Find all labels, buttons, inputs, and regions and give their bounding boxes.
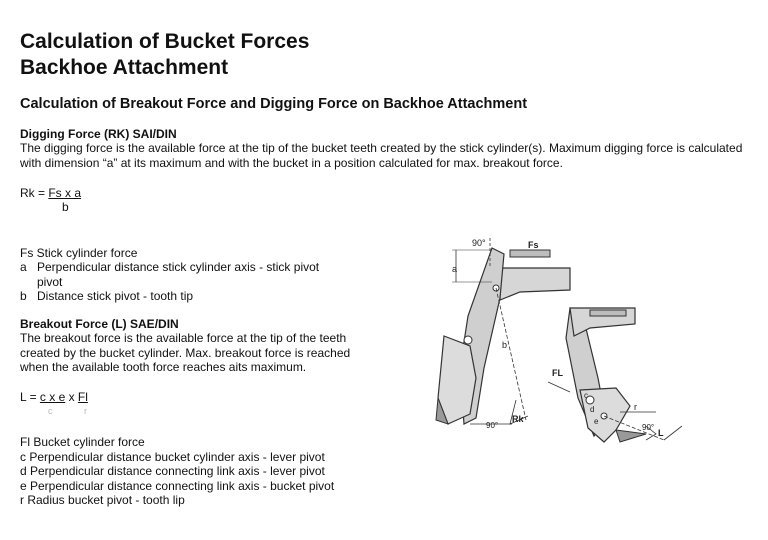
legend-a: a Perpendicular distance stick cylinder … <box>20 260 319 289</box>
legend-fs: Fs Stick cylinder force <box>20 246 138 260</box>
label-b: b <box>502 340 507 350</box>
page-title: Calculation of Bucket Forces Backhoe Att… <box>20 29 309 81</box>
stick-arm-right <box>547 307 683 443</box>
legend-a-text: Perpendicular distance stick cylinder ax… <box>37 260 320 274</box>
legend-e: e Perpendicular distance connecting link… <box>20 478 335 493</box>
label-c: c <box>584 391 588 400</box>
label-angle-3: 90° <box>642 423 654 432</box>
backhoe-diagram: 90° Fs a b 90° Rk FL c d e r 90° L <box>435 238 683 443</box>
legend-r: r Radius bucket pivot - tooth lip <box>20 493 185 507</box>
label-a: a <box>452 264 457 274</box>
digging-formula-lhs: Rk = <box>20 186 49 200</box>
digging-formula-numerator: Fs x a <box>48 186 82 200</box>
breakout-formula-den2: r <box>84 406 87 416</box>
breakout-formula-num2: Fl <box>77 390 88 404</box>
label-e: e <box>594 417 599 426</box>
label-angle-2: 90° <box>486 421 498 430</box>
digging-heading: Digging Force (RK) SAI/DIN <box>20 127 177 141</box>
breakout-heading: Breakout Force (L) SAE/DIN <box>20 317 179 331</box>
digging-formula: Rk = Fs x a <box>20 186 81 201</box>
label-r: r <box>634 402 637 412</box>
breakout-formula-num1: c x e <box>39 390 66 404</box>
label-fs: Fs <box>528 240 539 250</box>
digging-body: The digging force is the available force… <box>20 141 743 170</box>
legend-a-key: a <box>20 260 27 274</box>
breakout-formula: L = c x e x Fl <box>20 390 88 405</box>
label-l: L <box>658 428 664 438</box>
title-line-1: Calculation of Bucket Forces <box>20 30 310 53</box>
legend-fl: Fl Bucket cylinder force <box>20 435 145 449</box>
label-d: d <box>590 405 594 414</box>
label-angle-1: 90° <box>472 238 486 248</box>
stick-arm-left <box>435 238 571 425</box>
legend-b-key: b <box>20 289 27 303</box>
breakout-body: The breakout force is the available forc… <box>20 331 351 374</box>
legend-b-text: Distance stick pivot - tooth tip <box>37 289 194 303</box>
legend-c: c Perpendicular distance bucket cylinder… <box>20 449 325 464</box>
breakout-formula-den1: c <box>48 406 53 416</box>
digging-formula-denominator: b <box>62 200 69 214</box>
title-line-2: Backhoe Attachment <box>20 56 229 79</box>
breakout-formula-x: x <box>65 390 78 404</box>
breakout-formula-lhs: L = <box>20 390 40 404</box>
label-rk: Rk <box>512 414 524 424</box>
legend-a-wrap: pivot <box>37 274 63 289</box>
label-fl: FL <box>552 368 563 378</box>
breakout-legend: Fl Bucket cylinder force c Perpendicular… <box>20 435 334 508</box>
legend-b: b Distance stick pivot - tooth tip <box>20 289 193 304</box>
legend-d: d Perpendicular distance connecting link… <box>20 464 325 478</box>
section-subtitle: Calculation of Breakout Force and Diggin… <box>20 96 528 112</box>
